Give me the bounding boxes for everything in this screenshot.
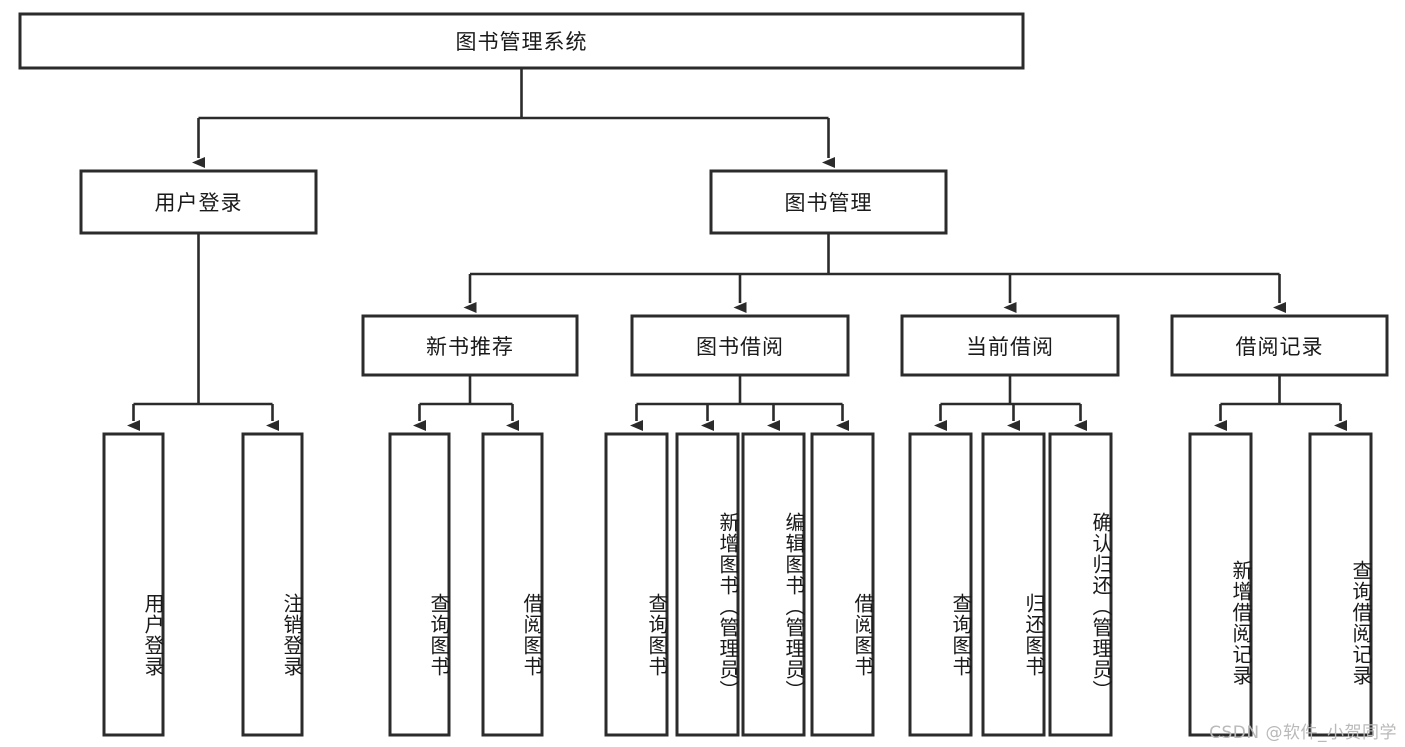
node-box-图书借阅[interactable] xyxy=(630,314,850,377)
leaf-box-9-归还图书[interactable] xyxy=(981,432,1046,737)
leaf-box-8-查询图书[interactable] xyxy=(908,432,973,737)
node-box-图书管理[interactable] xyxy=(709,169,948,235)
leaf-box-7-借阅图书[interactable] xyxy=(810,432,875,737)
node-box-借阅记录[interactable] xyxy=(1170,314,1389,377)
leaf-box-1-注销登录[interactable] xyxy=(241,432,304,737)
leaf-box-5-新增图书管理员[interactable] xyxy=(675,432,740,737)
leaf-box-0-用户登录[interactable] xyxy=(102,432,165,737)
leaf-box-12-查询借阅记录[interactable] xyxy=(1308,432,1373,737)
node-box-当前借阅[interactable] xyxy=(900,314,1120,377)
node-box-用户登录[interactable] xyxy=(79,169,318,235)
node-box-layer xyxy=(18,12,1389,737)
leaf-box-6-编辑图书管理员[interactable] xyxy=(741,432,806,737)
node-box-新书推荐[interactable] xyxy=(361,314,579,377)
leaf-box-3-借阅图书[interactable] xyxy=(481,432,544,737)
leaf-box-10-确认归还管理员[interactable] xyxy=(1048,432,1113,737)
connector-layer xyxy=(127,68,1347,431)
leaf-box-11-新增借阅记录[interactable] xyxy=(1188,432,1253,737)
watermark-text: CSDN @软件_小贺同学 xyxy=(1209,723,1397,743)
node-box-root[interactable] xyxy=(18,12,1025,70)
leaf-box-2-查询图书[interactable] xyxy=(388,432,451,737)
leaf-box-4-查询图书[interactable] xyxy=(604,432,669,737)
